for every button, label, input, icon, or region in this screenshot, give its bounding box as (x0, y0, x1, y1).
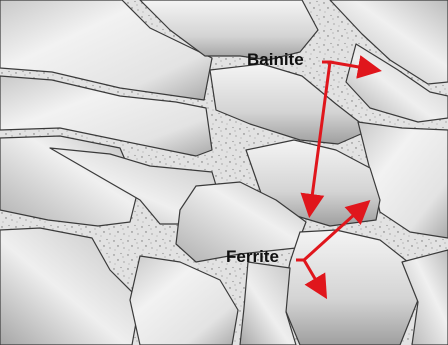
ferrite-label: Ferrite (226, 248, 279, 265)
bainite-label: Bainite (247, 51, 304, 68)
